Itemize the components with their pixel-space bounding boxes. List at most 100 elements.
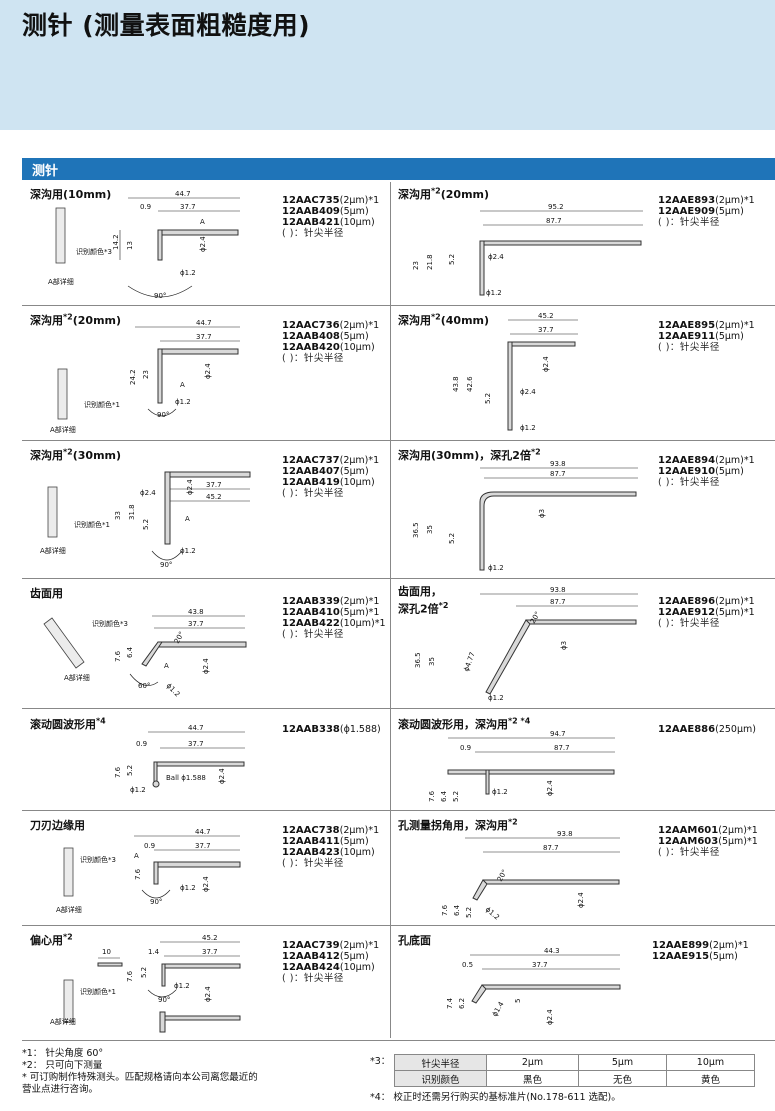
detail-label: A部详细 <box>56 905 82 914</box>
angle-arc <box>151 550 183 561</box>
dim-label: A <box>180 381 185 389</box>
dim-label: ϕ2.4 <box>577 892 585 908</box>
model-item: 12AAB409(5µm) <box>282 206 369 217</box>
cell-title: 齿面用 <box>30 587 63 600</box>
model-item: 12AAE912(5µm)*1 <box>658 607 755 618</box>
model-item: 12AAB420(10µm) <box>282 342 375 353</box>
dim-label: 31.8 <box>128 504 136 520</box>
dim-label: ϕ4.77 <box>462 651 476 673</box>
cell-title: 深沟用*2(20mm) <box>30 312 122 327</box>
dim-label: 5.2 <box>448 533 456 544</box>
section-bar: 测针 <box>22 158 775 180</box>
stylus-arm <box>164 471 251 478</box>
dim-label: 5.2 <box>126 765 134 776</box>
angle-arc <box>141 889 171 899</box>
stylus-diagram: 44.7 37.7 0.9 7.6 5.2 ϕ2.4 Ball ϕ1.588 ϕ… <box>114 724 245 794</box>
cell-title: 深沟用(10mm) <box>30 188 112 201</box>
stylus-diagram: A部详细 识别颜色*1 37.7 45.2 ϕ2.4 ϕ2.4 33 31.8 … <box>40 471 251 569</box>
dim-label: 37.7 <box>206 481 222 489</box>
dim-label: 44.7 <box>195 828 211 836</box>
dim-label: 5.2 <box>140 967 148 978</box>
dim-label: 14.2 <box>112 234 120 250</box>
ident-label: 识别颜色*1 <box>84 400 120 409</box>
stylus-arm <box>525 619 637 625</box>
stylus-body <box>479 491 637 571</box>
detail-shaft <box>55 207 66 264</box>
dim-label: 90° <box>157 411 169 419</box>
stylus-diagram: 93.8 87.7 36.5 35 5.2 ϕ3 ϕ1.2 <box>412 460 638 572</box>
dim-label: 87.7 <box>546 217 562 225</box>
stylus-tip-leg <box>472 879 488 901</box>
dim-label: ϕ2.4 <box>488 253 504 261</box>
dim-label: 44.3 <box>544 947 560 955</box>
model-list: 12AAM601(2µm)*1 12AAM603(5µm)*1 ( )：针尖半径 <box>658 825 758 858</box>
table-cell: 10µm <box>666 1054 755 1071</box>
dim-label: 36.5 <box>414 652 422 668</box>
model-item: 12AAE899(2µm)*1 <box>652 940 749 951</box>
dim-label: 1.4 <box>148 948 160 956</box>
dim-label: 93.8 <box>557 830 573 838</box>
dim-label: ϕ2.4 <box>542 356 550 372</box>
dim-label: 95.2 <box>548 203 564 211</box>
dim-label: 6.4 <box>126 646 134 658</box>
table-cell: 无色 <box>578 1070 667 1087</box>
model-list: 12AAE893(2µm)*1 12AAE909(5µm) ( )：针尖半径 <box>658 195 755 228</box>
model-item: 12AAB423(10µm) <box>282 847 375 858</box>
stylus-diagram: 94.7 87.7 0.9 7.6 6.4 5.2 ϕ2.4 ϕ1.2 <box>428 730 615 802</box>
dim-label: ϕ2.4 <box>186 479 194 495</box>
eccentric-arm <box>97 962 123 967</box>
dim-label: 87.7 <box>550 598 566 606</box>
dim-label: 44.7 <box>196 319 212 327</box>
model-item: 12AAE886(250µm) <box>658 724 756 735</box>
dim-label: 42.6 <box>466 376 474 392</box>
stylus-arm <box>153 861 241 868</box>
ident-label: 识别颜色*1 <box>80 987 116 996</box>
dim-label: 90° <box>158 996 170 1004</box>
dim-label: 5 <box>514 999 522 1003</box>
model-list: 12AAC736(2µm)*1 12AAB408(5µm) 12AAB420(1… <box>282 320 379 364</box>
model-item: 12AAM603(5µm)*1 <box>658 836 758 847</box>
dim-label: ϕ1.2 <box>175 398 191 406</box>
dim-label: 93.8 <box>550 460 566 468</box>
dim-label: 93.8 <box>550 586 566 594</box>
stylus-tip-leg <box>507 341 513 431</box>
model-item: 12AAB422(10µm)*1 <box>282 618 386 629</box>
dim-label: ϕ1.2 <box>488 564 504 572</box>
tip-radius-note: ( )：针尖半径 <box>658 342 720 353</box>
grid-divider <box>22 305 775 306</box>
table-row: 针尖半径 2µm 5µm 10µm <box>394 1054 755 1071</box>
stylus-tip-leg <box>157 229 163 261</box>
dim-label: 45.2 <box>538 312 554 320</box>
model-list: 12AAC737(2µm)*1 12AAB407(5µm) 12AAB419(1… <box>282 455 379 499</box>
model-item: 12AAE895(2µm)*1 <box>658 320 755 331</box>
stylus-tip-leg <box>141 641 163 667</box>
dim-label: 44.7 <box>188 724 204 732</box>
model-item: 12AAB412(5µm) <box>282 951 369 962</box>
model-item: 12AAC735(2µm)*1 <box>282 195 380 206</box>
model-item: 12AAE893(2µm)*1 <box>658 195 755 206</box>
detail-shaft <box>57 368 68 420</box>
detail-shaft <box>63 847 74 897</box>
tip-radius-table: 针尖半径 2µm 5µm 10µm 识别颜色 黑色 无色 黄色 <box>394 1054 755 1087</box>
model-item: 12AAB407(5µm) <box>282 466 369 477</box>
dim-label: ϕ3 <box>560 641 568 650</box>
stylus-diagram: A部详细 识别颜色*3 44.7 37.7 0.9 14.2 13 ϕ2.4 ϕ… <box>48 190 240 300</box>
cell-title: 偏心用*2 <box>30 932 73 947</box>
dim-label: 7.6 <box>441 904 449 916</box>
cell-title: 深沟用*2(30mm) <box>30 447 122 462</box>
dim-label: 94.7 <box>550 730 566 738</box>
grid-divider-vertical <box>390 182 391 1038</box>
dim-label: 5.2 <box>448 254 456 265</box>
dim-label: 24.2 <box>129 369 137 385</box>
table-cell: 针尖半径 <box>394 1054 487 1071</box>
model-item: 12AAB408(5µm) <box>282 331 369 342</box>
model-item: 12AAE909(5µm) <box>658 206 744 217</box>
dim-label: 6.4 <box>453 904 461 916</box>
model-list: 12AAB338(ϕ1.588) <box>282 724 381 735</box>
stylus-tip-leg <box>164 471 171 545</box>
dim-label: 7.6 <box>114 650 122 662</box>
dim-label: 7.6 <box>428 790 436 802</box>
dim-label: ϕ2.4 <box>202 876 210 892</box>
cell-title: 滚动圆波形用*4 <box>30 716 106 731</box>
stylus-arm <box>155 761 245 767</box>
